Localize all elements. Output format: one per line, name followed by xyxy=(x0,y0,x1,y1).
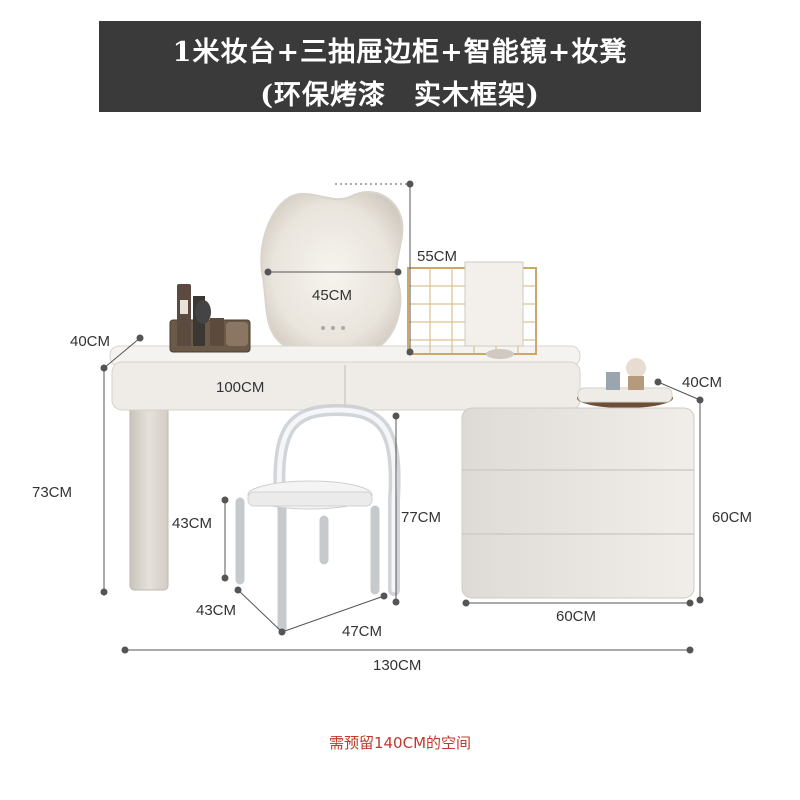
desk-depth-label: 40CM xyxy=(70,333,111,350)
acrylic-stool xyxy=(235,403,401,633)
total-length-label: 130CM xyxy=(373,657,422,674)
mirror-height-label: 55CM xyxy=(417,248,458,265)
stool-seat-height-label: 43CM xyxy=(172,515,213,532)
desk-height-label: 73CM xyxy=(32,484,73,501)
stool-total-height-label: 77CM xyxy=(401,509,442,526)
dressing-desk xyxy=(109,345,581,591)
dimension-lines xyxy=(100,180,704,654)
side-cabinet xyxy=(461,358,695,599)
title-line-2: (环保烤漆 实木框架) xyxy=(260,80,540,111)
title-line-1: 1米妆台+三抽屉边柜+智能镜+妆凳 xyxy=(172,37,628,68)
title-banner: 1米妆台+三抽屉边柜+智能镜+妆凳 (环保烤漆 实木框架) xyxy=(99,21,701,112)
desk-length-label: 100CM xyxy=(216,379,265,396)
cabinet-depth-label: 40CM xyxy=(682,374,723,391)
mirror-width-label: 45CM xyxy=(312,287,353,304)
smart-mirror xyxy=(256,187,407,359)
stool-width-label: 47CM xyxy=(342,623,383,640)
storage-basket xyxy=(407,261,537,359)
cabinet-height-label: 60CM xyxy=(712,509,753,526)
stool-depth-label: 43CM xyxy=(196,602,237,619)
cabinet-width-label: 60CM xyxy=(556,608,597,625)
cosmetics-tray xyxy=(169,284,251,353)
space-requirement-note: 需预留140CM的空间 xyxy=(328,734,472,752)
